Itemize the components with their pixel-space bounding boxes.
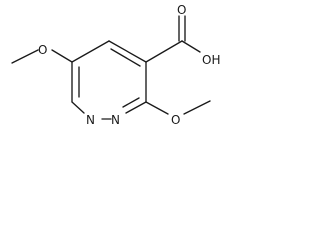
carboxylic-acid-group: O OH [145, 3, 220, 67]
bond-o-left-methyl [11, 49, 39, 64]
left-methoxy-oxygen-label: O [38, 43, 47, 57]
bond-o-right-methyl [183, 100, 211, 115]
ring-bond-c3-n2 [125, 101, 147, 114]
bond-c4-carboxyl [145, 40, 183, 63]
ring-bond-c3-n2-inner [122, 97, 140, 108]
ring-bond-c6-c5 [71, 40, 110, 63]
left-methoxy-group: O [11, 43, 73, 64]
ring-bond-n1-c6 [71, 101, 85, 114]
hydroxyl-label: OH [202, 53, 220, 67]
chemical-structure-diagram: O N N O OH O [11, 3, 220, 127]
right-methoxy-oxygen-label: O [171, 113, 180, 127]
carbonyl-oxygen-label: O [177, 3, 186, 17]
right-methoxy-group: O [145, 100, 211, 127]
ring-bond-c5-c4-inner [110, 48, 141, 67]
ring-bond-c5-c4 [108, 40, 147, 63]
bond-c3-o-right [145, 101, 169, 115]
ring-nitrogen-2-label: N [111, 113, 120, 127]
bond-c6-o-left [51, 49, 73, 63]
pyridazine-ring [71, 40, 147, 120]
bond-carboxyl-hydroxyl [181, 40, 201, 53]
ring-nitrogen-1-label: N [86, 113, 95, 127]
